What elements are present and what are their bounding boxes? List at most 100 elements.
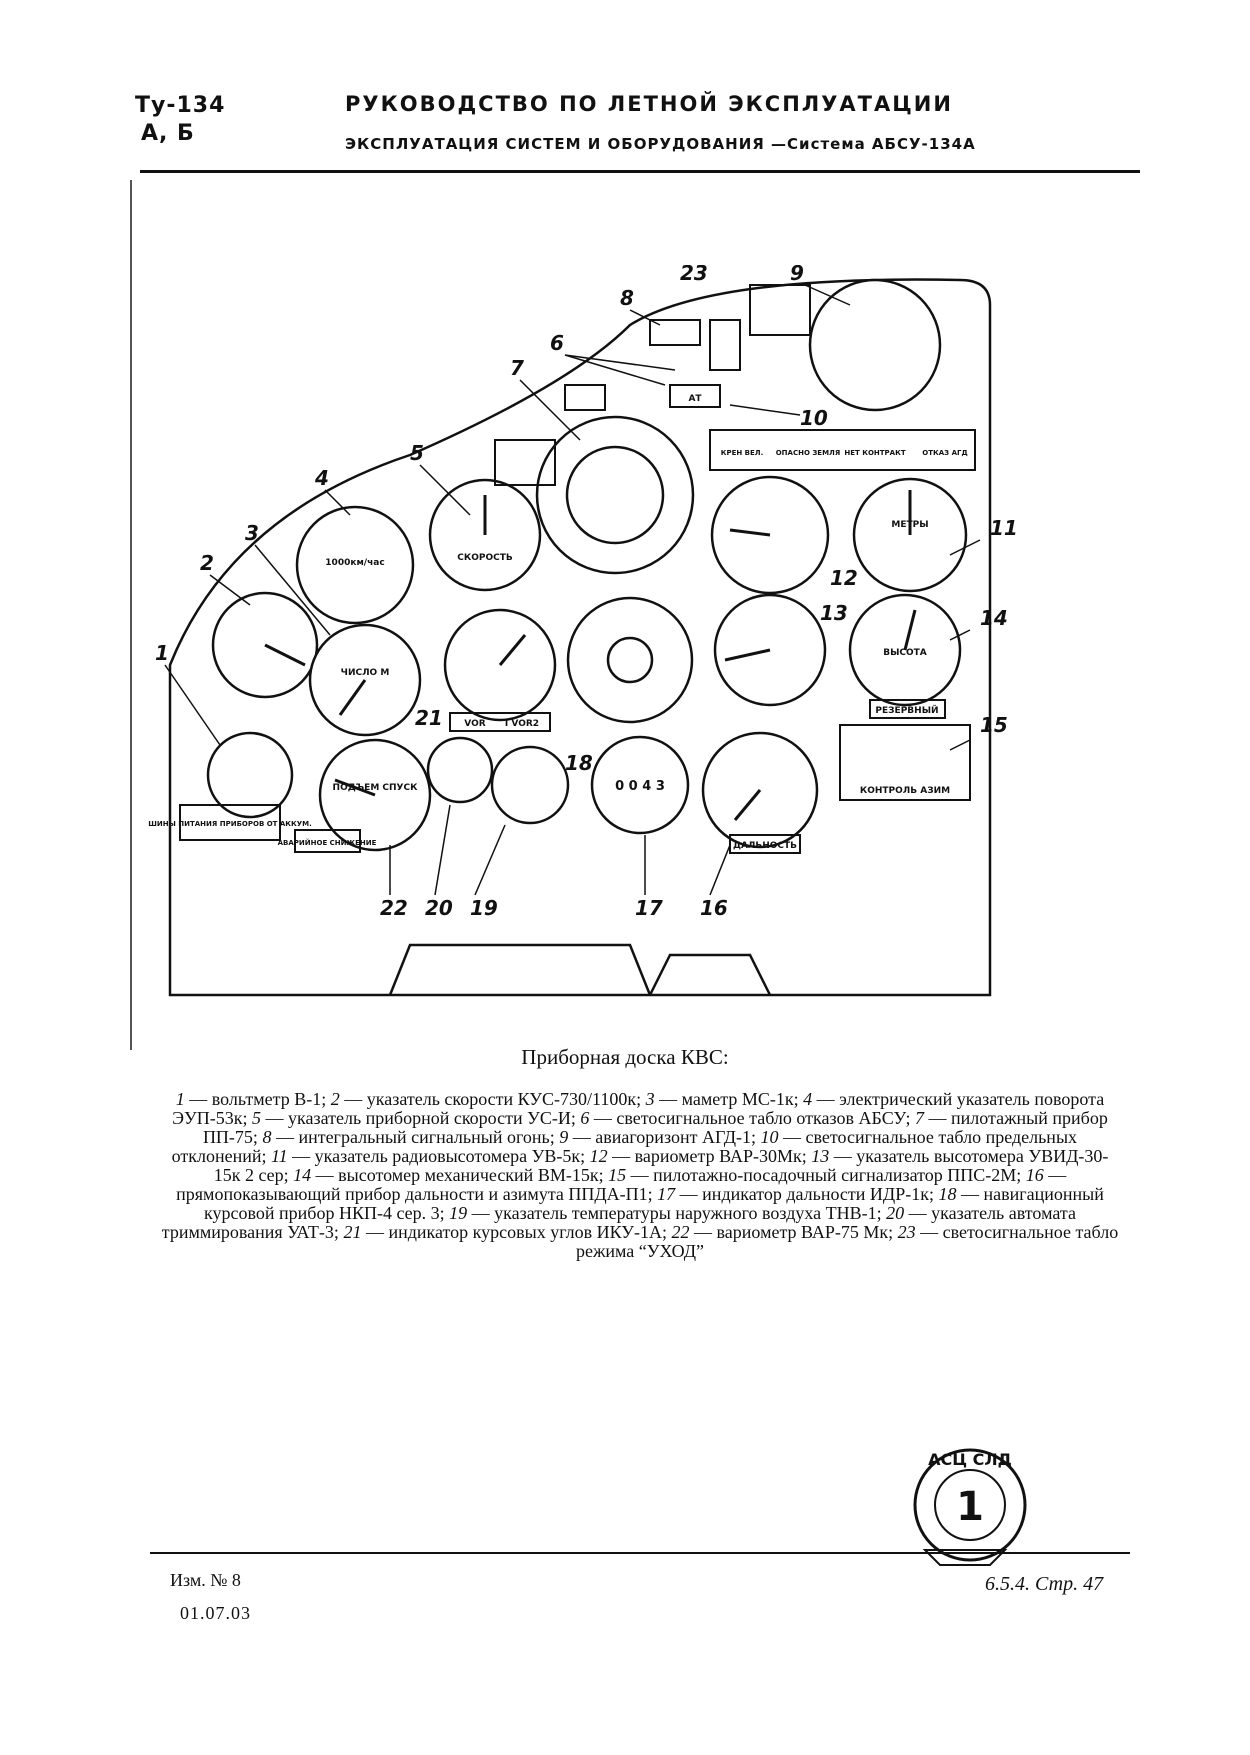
box-vor [449, 712, 551, 732]
label-warn1: КРЕН ВЕЛ. [721, 449, 764, 457]
legend-text: — высотомер механический ВМ-15к; [311, 1165, 609, 1185]
legend-number: 3 [645, 1089, 655, 1109]
callout-5: 5 [410, 441, 424, 465]
callout-18: 18 [565, 751, 593, 775]
legend-text: — индикатор дальности ИДР-1к; [675, 1184, 939, 1204]
aircraft-model: Ту-134 А, Б [135, 92, 225, 148]
gauge-9-horizon [808, 278, 942, 412]
box-reserve [869, 699, 946, 719]
label-vor: VOR [464, 719, 485, 729]
figure-legend: 1 — вольтметр В-1; 2 — указатель скорост… [160, 1090, 1120, 1261]
callout-13: 13 [820, 601, 848, 625]
label-altitude: ВЫСОТА [883, 648, 927, 658]
legend-text: — индикатор курсовых углов ИКУ-1А; [361, 1222, 672, 1242]
callout-9: 9 [790, 265, 804, 285]
callout-6: 6 [550, 331, 564, 355]
figure-caption: Приборная доска КВС: [521, 1045, 729, 1069]
legend-text: — навигационный курсовой прибор НКП-4 се… [204, 1184, 1104, 1223]
box-emergency [294, 829, 361, 853]
legend-number: 18 [938, 1184, 957, 1204]
legend-text: — указатель приборной скорости УС-И; [261, 1108, 581, 1128]
callout-19: 19 [470, 896, 498, 920]
legend-text: — светосигнальное табло режима “УХОД” [575, 1222, 1119, 1261]
page-number: 6.5.4. Стр. 47 [985, 1573, 1104, 1595]
callout-1: 1 [155, 641, 169, 665]
callout-8: 8 [620, 286, 634, 310]
label-speed: СКОРОСТЬ [457, 553, 513, 563]
callout-10: 10 [800, 406, 828, 430]
legend-number: 8 [262, 1127, 272, 1147]
box-signal-6 [564, 384, 606, 411]
legend-number: 2 [330, 1089, 340, 1109]
gauge-18-inner [606, 636, 654, 684]
label-range-digits: 0 0 4 3 [615, 779, 665, 794]
legend-number: 17 [657, 1184, 676, 1204]
callout-3: 3 [245, 521, 259, 545]
legend-number: 23 [897, 1222, 916, 1242]
legend-number: 19 [449, 1203, 468, 1223]
label-vor2: I VOR2 [505, 719, 539, 729]
legend-text: — электрический указатель поворота ЭУП-5… [172, 1089, 1105, 1128]
legend-number: 16 [1025, 1165, 1044, 1185]
label-range: ДАЛЬНОСТЬ [733, 841, 797, 851]
legend-text: — указатель радиовысотомера УВ-5к; [287, 1146, 590, 1166]
callout-7: 7 [510, 356, 524, 380]
gauge-1-voltmeter [206, 731, 294, 819]
legend-number: 4 [803, 1089, 813, 1109]
legend-number: 1 [175, 1089, 185, 1109]
box-warning-lights [709, 429, 976, 471]
callout-12: 12 [830, 566, 858, 590]
legend-text: — вольтметр В-1; [184, 1089, 331, 1109]
legend-number: 6 [580, 1108, 590, 1128]
box-flags [749, 284, 811, 336]
gauge-19-temperature [490, 745, 570, 825]
legend-number: 15 [608, 1165, 627, 1185]
legend-text: — вариометр ВАР-75 Мк; [689, 1222, 898, 1242]
label-meters: МЕТРЫ [891, 520, 928, 530]
label-azimuth: КОНТРОЛЬ АЗИМ [860, 786, 950, 796]
legend-number: 12 [589, 1146, 608, 1166]
legend-text: — маметр МС-1к; [654, 1089, 804, 1109]
box-8 [649, 319, 701, 346]
box-range [729, 834, 801, 854]
legend-text: — пилотажный прибор ПП-75; [202, 1108, 1108, 1147]
legend-text: — авиагоризонт АГД-1; [568, 1127, 761, 1147]
legend-number: 22 [671, 1222, 690, 1242]
legend-text: — указатель автомата триммирования УАТ-3… [161, 1203, 1076, 1242]
label-vert-speed: ПОДЪЕМ СПУСК [333, 783, 419, 793]
label-warn4: ОТКАЗ АГД [922, 449, 967, 457]
gauge-7-inner [565, 445, 665, 545]
aircraft-model-line2: А, Б [141, 121, 195, 146]
label-mach: ЧИСЛО М [341, 668, 390, 678]
gauge-20-trim [426, 736, 494, 804]
callout-15: 15 [980, 713, 1008, 737]
aircraft-model-line1: Ту-134 [135, 93, 226, 118]
gauge-17-range [590, 735, 690, 835]
revision-date: 01.07.03 [180, 1603, 251, 1623]
callout-21: 21 [415, 706, 443, 730]
legend-number: 10 [760, 1127, 779, 1147]
label-turn: 1000км/час [325, 558, 384, 568]
panel-outline [168, 278, 992, 997]
callout-17: 17 [635, 896, 663, 920]
legend-text: — вариометр ВАР-30Мк; [607, 1146, 812, 1166]
document-subtitle: ЭКСПЛУАТАЦИЯ СИСТЕМ И ОБОРУДОВАНИЯ —Сист… [345, 135, 976, 153]
legend-number: 14 [293, 1165, 312, 1185]
label-at: АТ [688, 394, 702, 404]
legend-text: — указатель температуры наружного воздух… [467, 1203, 887, 1223]
legend-number: 5 [252, 1108, 262, 1128]
gauge-4-turn [295, 505, 415, 625]
label-bus-power: ШИНЫ ПИТАНИЯ ПРИБОРОВ ОТ АККУМ. [148, 820, 312, 828]
legend-text: — светосигнальное табло отказов АБСУ; [589, 1108, 916, 1128]
box-23 [709, 319, 741, 371]
legend-number: 11 [270, 1146, 288, 1166]
callout-2: 2 [200, 551, 214, 575]
box-krenvel [494, 439, 556, 486]
revision-number: Изм. № 8 [170, 1570, 241, 1590]
label-warn2: ОПАСНО ЗЕМЛЯ [776, 449, 841, 457]
legend-number: 21 [343, 1222, 362, 1242]
stamp-text: АСЦ СЛД [928, 1450, 1012, 1469]
legend-number: 7 [915, 1108, 925, 1128]
footer-rule [150, 1552, 1130, 1554]
stamp-number: 1 [956, 1484, 984, 1530]
